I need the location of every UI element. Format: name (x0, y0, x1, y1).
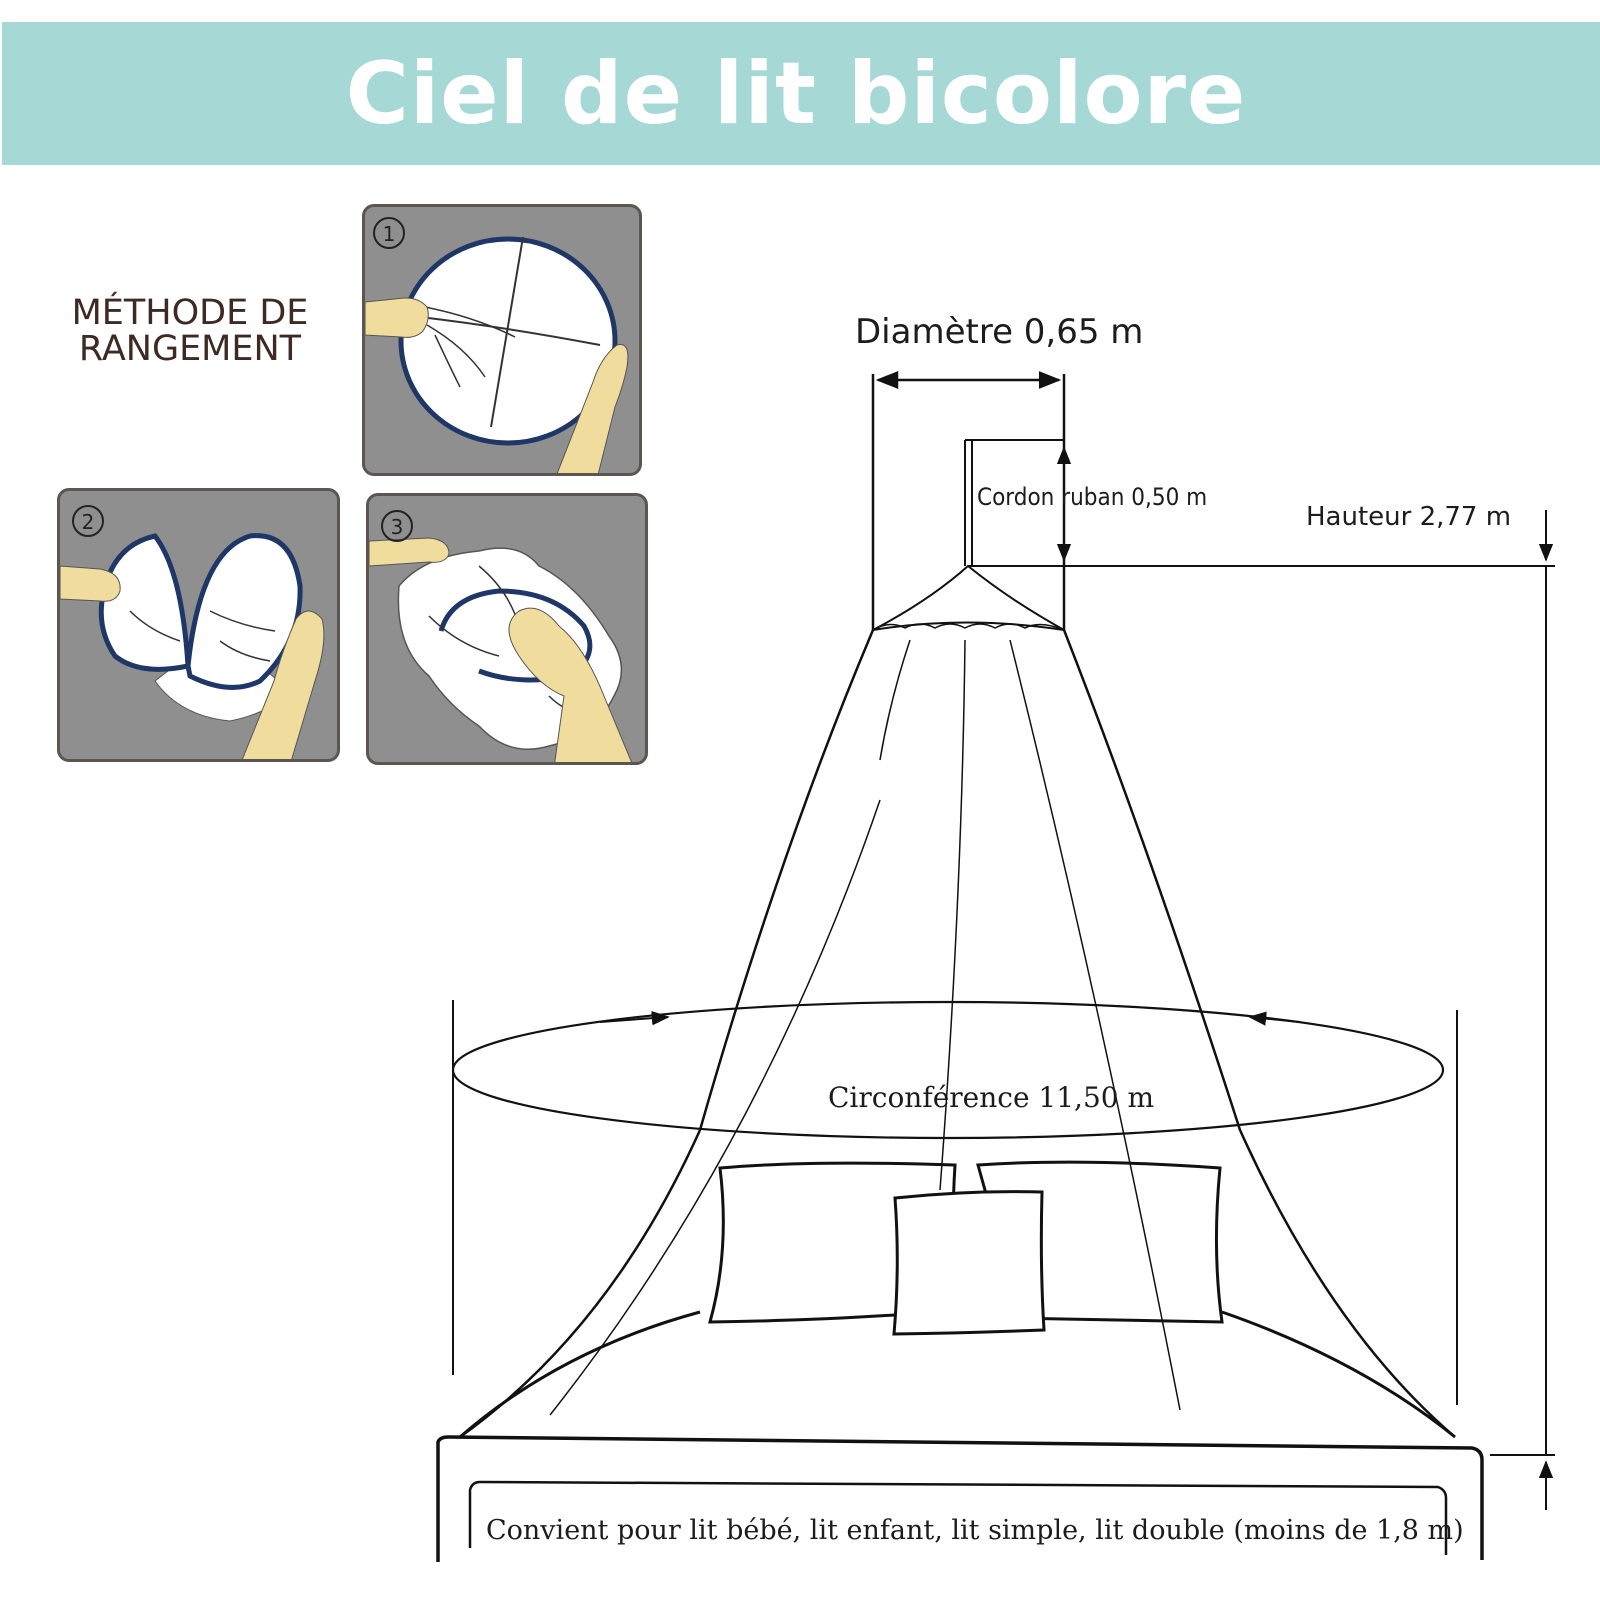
folded-hoop-right (185, 533, 303, 690)
banner-title: Ciel de lit bicolore (345, 43, 1247, 144)
storage-title-line1: MÉTHODE DE (71, 293, 309, 333)
coiled-hoop (438, 588, 593, 683)
bed-frame (436, 1435, 1484, 1562)
right-hand (508, 607, 633, 762)
mattress-edge (459, 1310, 1456, 1439)
left-hand (369, 537, 450, 567)
pillow-front (892, 1190, 1046, 1336)
right-hand (556, 343, 629, 473)
step-1-panel: 1 (362, 204, 642, 476)
storage-method-title: MÉTHODE DE RANGEMENT (60, 295, 320, 367)
step-2-number: 2 (82, 510, 95, 534)
left-hand (365, 297, 429, 338)
circumference-arrow-right (1248, 1011, 1301, 1026)
canopy-crown (872, 564, 1065, 631)
mosquito-net-hoop (398, 236, 618, 446)
canopy-right-edge (1062, 629, 1456, 1438)
diameter-label: Diamètre 0,65 m (855, 312, 1144, 352)
circumference-arrow-left (599, 1011, 670, 1026)
height-label: Hauteur 2,77 m (1306, 502, 1512, 532)
step-3-illustration: 3 (369, 510, 633, 762)
step-3-panel: 3 (366, 493, 648, 765)
step-1-illustration: 1 (365, 217, 629, 473)
header-banner: Ciel de lit bicolore (2, 22, 1600, 165)
circumference-label: Circonférence 11,50 m (828, 1081, 1155, 1114)
step-2-panel: 2 (57, 488, 340, 762)
step-2-illustration: 2 (60, 505, 325, 759)
canopy-left-edge (459, 629, 875, 1439)
bed-panel (468, 1480, 1448, 1555)
cord-label: Cordon ruban 0,50 m (977, 483, 1208, 511)
right-hand (241, 610, 325, 759)
step-1-number: 1 (383, 222, 396, 246)
left-hand (60, 565, 121, 602)
step-3-number: 3 (391, 515, 404, 539)
storage-title-line2: RANGEMENT (78, 329, 302, 369)
bed-suitability-label: Convient pour lit bébé, lit enfant, lit … (486, 1515, 1464, 1546)
